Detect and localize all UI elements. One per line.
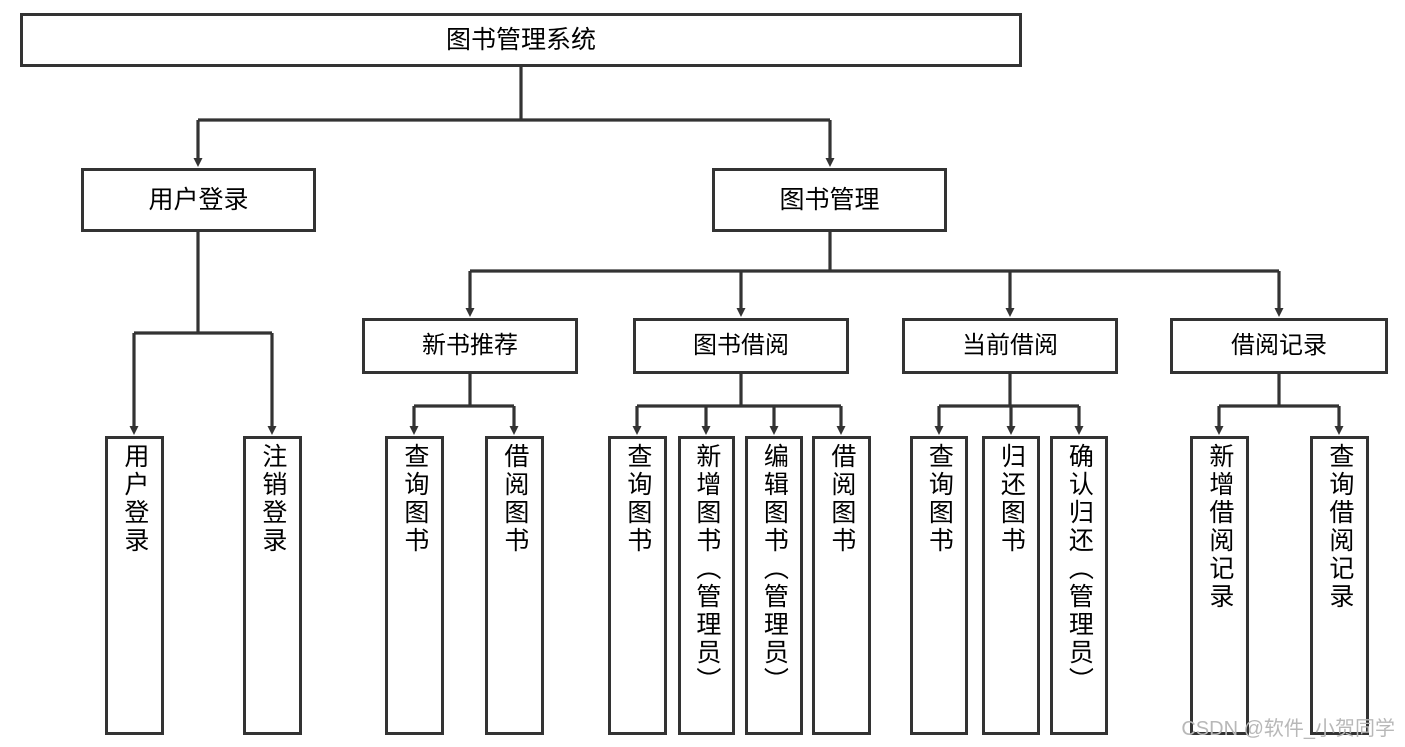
node-leaf-borrow-book-2-label: 借阅图书 <box>827 443 856 555</box>
node-book-manage-label: 图书管理 <box>779 185 880 214</box>
node-book-borrow[interactable]: 图书借阅 <box>633 318 849 374</box>
node-borrow-record-label: 借阅记录 <box>1231 332 1327 360</box>
node-leaf-query-book-1[interactable]: 查询图书 <box>385 436 444 735</box>
node-leaf-query-record-label: 查询借阅记录 <box>1325 443 1354 611</box>
node-new-book-rec-label: 新书推荐 <box>422 332 518 360</box>
node-user-login-label: 用户登录 <box>148 185 249 214</box>
node-current-borrow[interactable]: 当前借阅 <box>902 318 1118 374</box>
node-root-label: 图书管理系统 <box>445 25 596 54</box>
node-borrow-record[interactable]: 借阅记录 <box>1170 318 1388 374</box>
node-leaf-add-record[interactable]: 新增借阅记录 <box>1190 436 1249 735</box>
csdn-watermark: CSDN @软件_小贺同学 <box>1181 718 1395 740</box>
node-current-borrow-label: 当前借阅 <box>962 332 1058 360</box>
node-book-manage[interactable]: 图书管理 <box>712 168 947 232</box>
node-leaf-query-book-2-label: 查询图书 <box>623 443 652 555</box>
node-user-login[interactable]: 用户登录 <box>81 168 316 232</box>
node-leaf-user-login-label: 用户登录 <box>120 443 149 555</box>
node-leaf-query-book-2[interactable]: 查询图书 <box>608 436 667 735</box>
node-leaf-logout[interactable]: 注销登录 <box>243 436 302 735</box>
node-leaf-borrow-book-1-label: 借阅图书 <box>500 443 529 555</box>
node-new-book-rec[interactable]: 新书推荐 <box>362 318 578 374</box>
node-leaf-confirm-return-label: 确认归还（管理员） <box>1065 443 1094 695</box>
node-root[interactable]: 图书管理系统 <box>20 13 1022 67</box>
node-leaf-query-book-3-label: 查询图书 <box>925 443 954 555</box>
node-leaf-borrow-book-2[interactable]: 借阅图书 <box>812 436 871 735</box>
node-leaf-edit-book-label: 编辑图书（管理员） <box>760 443 789 695</box>
node-leaf-borrow-book-1[interactable]: 借阅图书 <box>485 436 544 735</box>
node-leaf-return-book[interactable]: 归还图书 <box>982 436 1040 735</box>
node-book-borrow-label: 图书借阅 <box>693 332 789 360</box>
node-leaf-query-book-1-label: 查询图书 <box>400 443 429 555</box>
node-leaf-query-book-3[interactable]: 查询图书 <box>910 436 968 735</box>
node-leaf-add-book-label: 新增图书（管理员） <box>692 443 721 695</box>
node-leaf-add-record-label: 新增借阅记录 <box>1205 443 1234 611</box>
node-leaf-return-book-label: 归还图书 <box>997 443 1026 555</box>
node-leaf-add-book[interactable]: 新增图书（管理员） <box>678 436 735 735</box>
node-leaf-query-record[interactable]: 查询借阅记录 <box>1310 436 1369 735</box>
node-leaf-confirm-return[interactable]: 确认归还（管理员） <box>1050 436 1108 735</box>
node-leaf-user-login[interactable]: 用户登录 <box>105 436 164 735</box>
node-leaf-edit-book[interactable]: 编辑图书（管理员） <box>745 436 803 735</box>
node-leaf-logout-label: 注销登录 <box>258 443 287 555</box>
